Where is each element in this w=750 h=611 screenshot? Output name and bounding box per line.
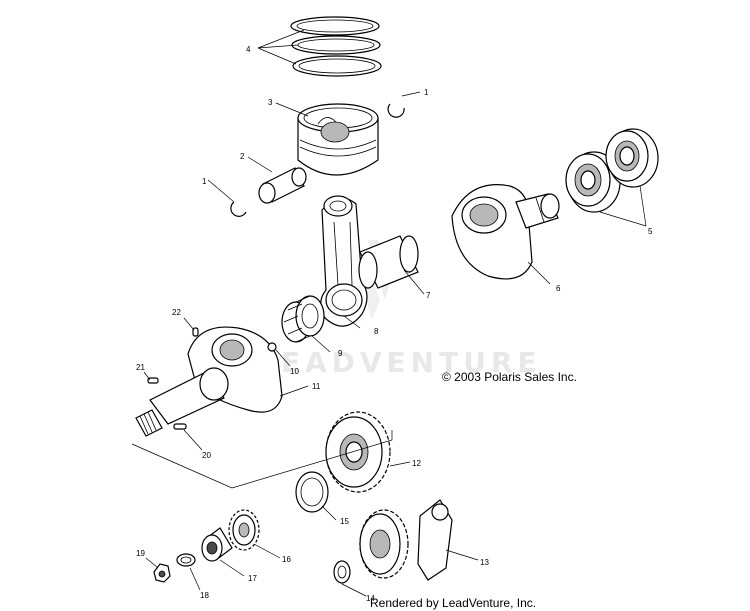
connecting-rod [320, 195, 368, 327]
callout-10: 10 [290, 367, 299, 376]
pin-20 [173, 423, 187, 430]
callout-12: 12 [412, 459, 421, 468]
callout-15: 15 [340, 517, 349, 526]
plug [267, 342, 277, 352]
hub [201, 527, 233, 562]
callout-14: 14 [366, 594, 375, 603]
callout-6: 6 [556, 284, 561, 293]
callout-9: 9 [338, 349, 343, 358]
callout-22: 22 [172, 308, 181, 317]
watermark-text: LEADVENTURE [258, 346, 542, 379]
piston-rings [290, 16, 382, 77]
callout-11: 11 [312, 382, 321, 391]
callout-1-lower: 1 [202, 177, 207, 186]
callout-8: 8 [374, 327, 379, 336]
callout-20: 20 [202, 451, 211, 460]
washer-14 [333, 560, 351, 584]
crankpin [358, 235, 419, 289]
callout-18: 18 [200, 591, 209, 600]
drive-gear-small [228, 509, 260, 551]
primary-gear [325, 411, 391, 493]
piston [297, 103, 379, 176]
circlip-right [387, 103, 405, 118]
callout-1-upper: 1 [424, 88, 429, 97]
pin-22 [192, 327, 199, 337]
ball-bearings [565, 128, 659, 213]
needle-bearing [281, 295, 325, 343]
crankshaft-half-upper [451, 184, 560, 280]
pin-21 [147, 377, 159, 384]
callout-7: 7 [426, 291, 431, 300]
callout-17: 17 [248, 574, 257, 583]
callout-3: 3 [268, 98, 273, 107]
assembly-bracket [131, 430, 393, 489]
callout-numbers: 4 1 3 2 1 5 6 7 8 9 10 11 12 13 14 15 16… [136, 45, 653, 603]
leader-lines [143, 29, 647, 597]
rendered-by-text: Rendered by LeadVenture, Inc. [370, 596, 536, 610]
washer-18 [176, 553, 196, 567]
nut [153, 563, 171, 583]
piston-pin [258, 167, 307, 204]
callout-4: 4 [246, 45, 251, 54]
crankshaft-half-lower [135, 326, 283, 437]
callout-5: 5 [648, 227, 653, 236]
callout-19: 19 [136, 549, 145, 558]
circlip-left [230, 201, 247, 217]
callout-2: 2 [240, 152, 245, 161]
balance-shaft [359, 499, 453, 581]
washer-15 [295, 471, 329, 513]
callout-16: 16 [282, 555, 291, 564]
copyright-text: © 2003 Polaris Sales Inc. [442, 370, 577, 384]
callout-21: 21 [136, 363, 145, 372]
callout-13: 13 [480, 558, 489, 567]
